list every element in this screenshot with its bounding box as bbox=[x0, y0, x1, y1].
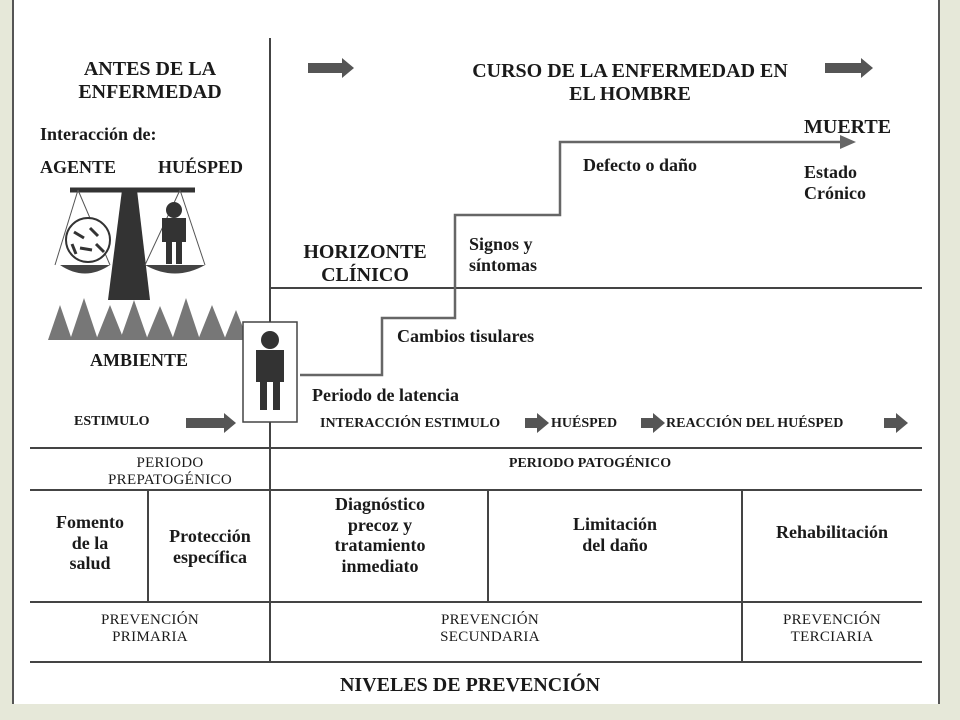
balance-scale-icon bbox=[54, 187, 206, 300]
damage-label: Defecto o daño bbox=[583, 155, 697, 175]
host-stimulus-label: HUÉSPED bbox=[551, 416, 618, 431]
arrow-course-continue bbox=[825, 58, 873, 78]
interaction-label: Interacción de: bbox=[40, 124, 157, 144]
arrow-reaction bbox=[884, 413, 908, 433]
death-label: MUERTE bbox=[804, 116, 892, 138]
human-figure-icon bbox=[242, 321, 298, 423]
environment-label: AMBIENTE bbox=[90, 350, 189, 370]
prevention-levels-title: NIVELES DE PREVENCIÓN bbox=[339, 674, 601, 696]
tissue-changes-label: Cambios tisulares bbox=[397, 326, 535, 346]
arrow-pre-to-course bbox=[308, 58, 354, 78]
microbe-icon bbox=[65, 217, 111, 263]
pathogenic-period-label: PERIODO PATOGÉNICO bbox=[508, 456, 672, 471]
stimulus-label: ESTIMULO bbox=[74, 414, 150, 429]
rehabilitation-cell: Rehabilitación bbox=[775, 522, 888, 542]
host-label: HUÉSPED bbox=[158, 157, 244, 177]
latency-period-label: Periodo de latencia bbox=[312, 385, 459, 405]
diagram-sheet bbox=[12, 0, 940, 704]
disease-staircase bbox=[300, 140, 840, 377]
bottom-band bbox=[0, 704, 960, 720]
arrow-stimulus bbox=[186, 413, 236, 433]
host-person-icon bbox=[162, 202, 186, 264]
arrow-host bbox=[641, 413, 665, 433]
host-reaction-label: REACCIÓN DEL HUÉSPED bbox=[666, 416, 844, 431]
forest-icon bbox=[48, 298, 248, 340]
interaction-stimulus-label: INTERACCIÓN ESTIMULO bbox=[320, 416, 501, 431]
arrow-interaction bbox=[525, 413, 549, 433]
agent-label: AGENTE bbox=[40, 157, 117, 177]
